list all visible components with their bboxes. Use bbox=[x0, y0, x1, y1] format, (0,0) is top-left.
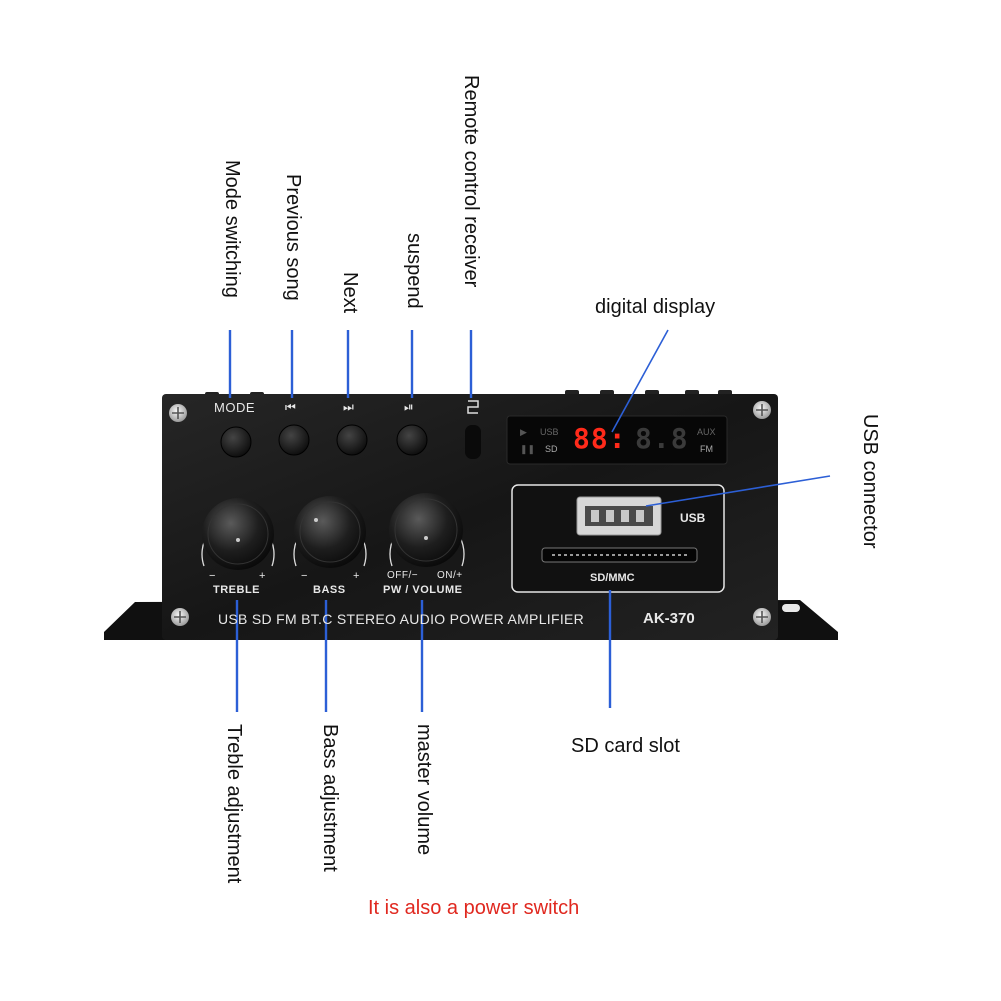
callout-line-usb bbox=[645, 475, 831, 507]
next-icon: ⏭ bbox=[343, 400, 354, 414]
previous-icon: ⏮ bbox=[285, 400, 296, 414]
display-fm-indicator: FM bbox=[700, 444, 713, 454]
callout-bass-adjustment: Bass adjustment bbox=[319, 724, 341, 872]
usb-label: USB bbox=[680, 511, 706, 525]
sd-card-slot[interactable] bbox=[541, 547, 698, 563]
screw-icon bbox=[753, 608, 771, 626]
ir-receiver-icon bbox=[467, 400, 479, 414]
mounting-hole bbox=[782, 604, 800, 612]
callout-mode-switching: Mode switching bbox=[221, 160, 243, 298]
bass-plus: + bbox=[353, 570, 360, 582]
mode-label: MODE bbox=[214, 400, 255, 415]
media-bay bbox=[511, 484, 725, 593]
display-digits-dim: 8.8 bbox=[635, 422, 689, 455]
next-button[interactable] bbox=[336, 424, 368, 456]
callout-treble-adjustment: Treble adjustment bbox=[223, 724, 245, 884]
callout-sd-card-slot: SD card slot bbox=[571, 735, 680, 757]
display-pause-indicator: ❚❚ bbox=[520, 444, 536, 454]
display-sd-indicator: SD bbox=[545, 444, 558, 454]
previous-button[interactable] bbox=[278, 424, 310, 456]
power-switch-note: It is also a power switch bbox=[368, 897, 580, 919]
volume-label: PW / VOLUME bbox=[383, 584, 463, 596]
digital-display bbox=[506, 415, 728, 465]
callout-lines bbox=[228, 329, 831, 712]
callout-next: Next bbox=[339, 272, 361, 314]
bass-minus: − bbox=[301, 570, 308, 582]
volume-off-label: OFF/− bbox=[387, 570, 419, 581]
callout-remote-receiver: Remote control receiver bbox=[460, 75, 482, 288]
play-pause-icon: ⏯ bbox=[404, 400, 414, 414]
callout-usb-connector: USB connector bbox=[859, 414, 881, 549]
ir-receiver-window bbox=[465, 425, 481, 459]
callout-previous-song: Previous song bbox=[282, 174, 304, 301]
volume-on-label: ON/+ bbox=[437, 570, 463, 581]
bass-knob[interactable] bbox=[293, 496, 367, 568]
callout-master-volume: master volume bbox=[413, 724, 435, 856]
display-usb-indicator: USB bbox=[540, 427, 559, 437]
mode-button[interactable] bbox=[220, 426, 252, 458]
display-play-indicator: ▶ bbox=[520, 427, 527, 437]
callout-digital-display: digital display bbox=[595, 296, 716, 318]
model-label: AK-370 bbox=[643, 610, 695, 627]
treble-label: TREBLE bbox=[213, 584, 260, 596]
screw-icon bbox=[169, 404, 187, 422]
screw-icon bbox=[171, 608, 189, 626]
sd-mmc-label: SD/MMC bbox=[590, 572, 635, 584]
usb-port[interactable] bbox=[576, 496, 662, 536]
bass-label: BASS bbox=[313, 584, 346, 596]
screw-icon bbox=[753, 401, 771, 419]
play-pause-button[interactable] bbox=[396, 424, 428, 456]
volume-knob[interactable] bbox=[389, 493, 465, 567]
callout-suspend: suspend bbox=[403, 233, 425, 309]
panel-title: USB SD FM BT.C STEREO AUDIO POWER AMPLIF… bbox=[218, 611, 585, 627]
display-aux-indicator: AUX bbox=[697, 427, 716, 437]
callout-line-display bbox=[611, 329, 669, 433]
treble-minus: − bbox=[209, 570, 216, 582]
treble-plus: + bbox=[259, 570, 266, 582]
display-digits-lit: 88: bbox=[573, 422, 627, 455]
treble-knob[interactable] bbox=[201, 498, 275, 570]
